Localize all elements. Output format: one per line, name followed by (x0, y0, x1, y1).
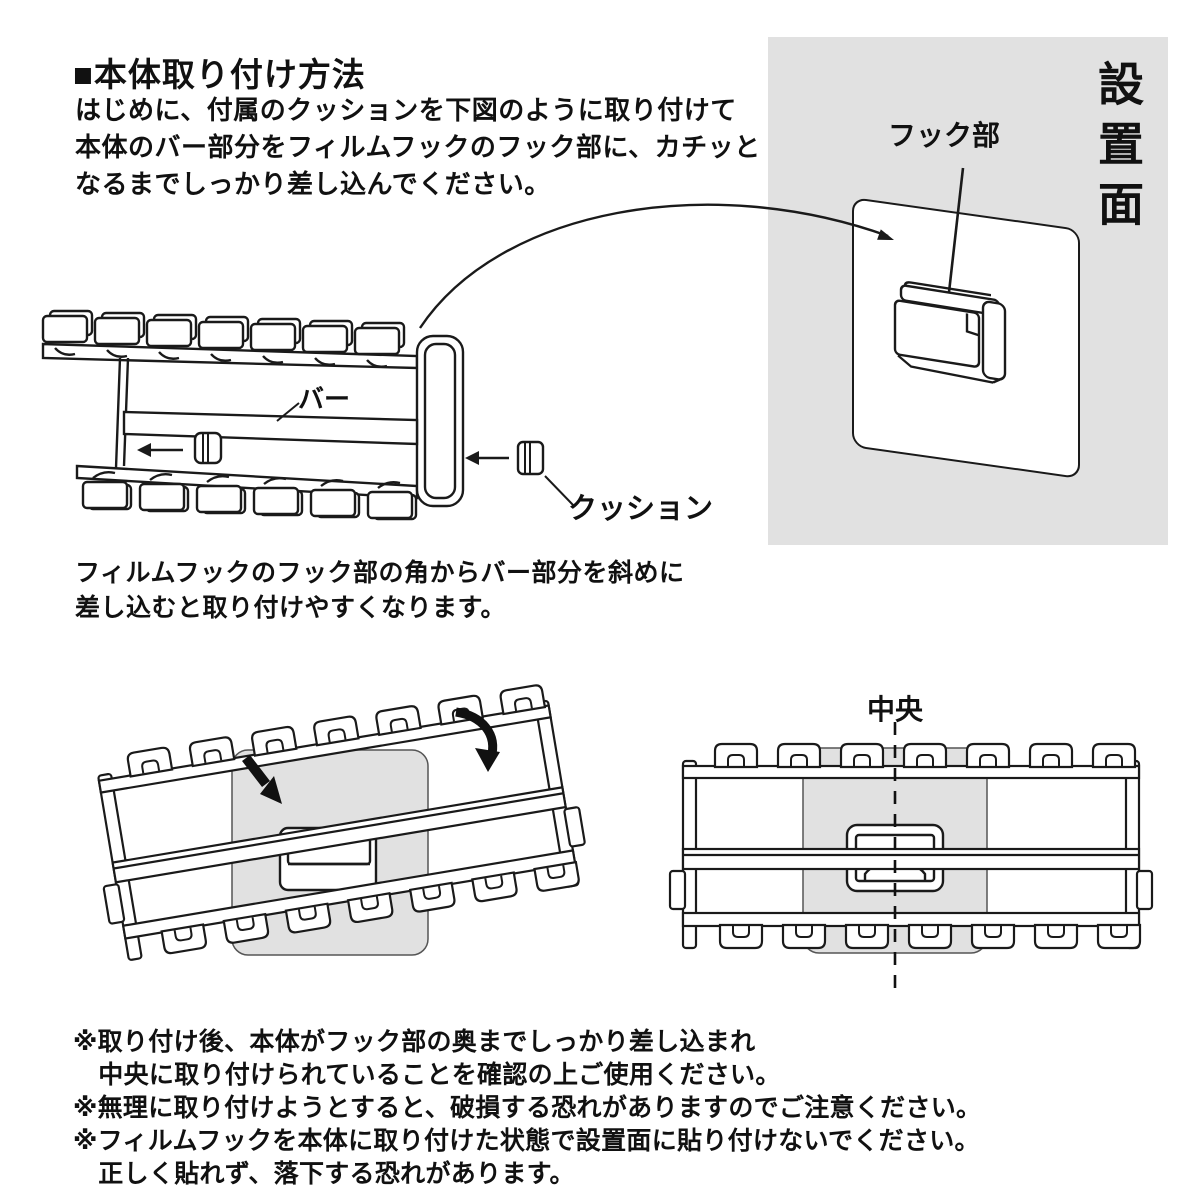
center-label: 中央 (866, 694, 923, 725)
footnotes: ※取り付け後、本体がフック部の奥までしっかり差し込まれ 中央に取り付けられている… (73, 1026, 981, 1191)
product-body (41, 309, 575, 521)
bar (122, 410, 419, 446)
product-drawing (41, 309, 575, 521)
centered-position-diagram (640, 722, 1200, 988)
top-clips (41, 309, 406, 368)
bar-pointer-line (276, 402, 300, 422)
rotate-arrow-head (475, 748, 500, 772)
note-line: ※フィルムフックを本体に取り付けた状態で設置面に貼り付けないでください。 (73, 1127, 980, 1155)
tip-text: フィルムフックのフック部の角からバー部分を斜めに 差し込むと取り付けやすくなりま… (75, 559, 685, 622)
hook-pointer-line (945, 167, 965, 311)
bar-label: バー (298, 384, 351, 414)
note-line: 正しく貼れず、落下する恐れがあります。 (73, 1160, 575, 1188)
note-line: ※取り付け後、本体がフック部の奥までしっかり差し込まれ (73, 1028, 756, 1056)
curved-arrow-head (877, 229, 894, 240)
intro-text: はじめに、付属のクッションを下図のように取り付けて 本体のバー部分をフィルムフッ… (75, 95, 761, 199)
push-arrow (242, 754, 270, 788)
surface-label: 設置面 (1092, 60, 1144, 240)
push-arrow-head (260, 776, 282, 804)
note-line: 中央に取り付けられていることを確認の上ご使用ください。 (73, 1061, 781, 1089)
cushion-inner (193, 431, 223, 465)
hook-shape (893, 281, 1007, 384)
page-title: ■本体取り付け方法 (73, 56, 366, 93)
bottom-clips (81, 470, 418, 521)
note-line: ※無理に取り付けようとすると、破損する恐れがありますのでご注意ください。 (73, 1094, 982, 1122)
cushion-label: クッション (568, 493, 714, 525)
cushion-outer (516, 440, 545, 476)
hook-detail-drawing (419, 167, 1007, 384)
angled-insertion-diagram (60, 660, 620, 995)
hook-label: フック部 (888, 120, 1001, 151)
cushion-pointer-line (544, 475, 575, 507)
curved-arrow (419, 203, 889, 329)
